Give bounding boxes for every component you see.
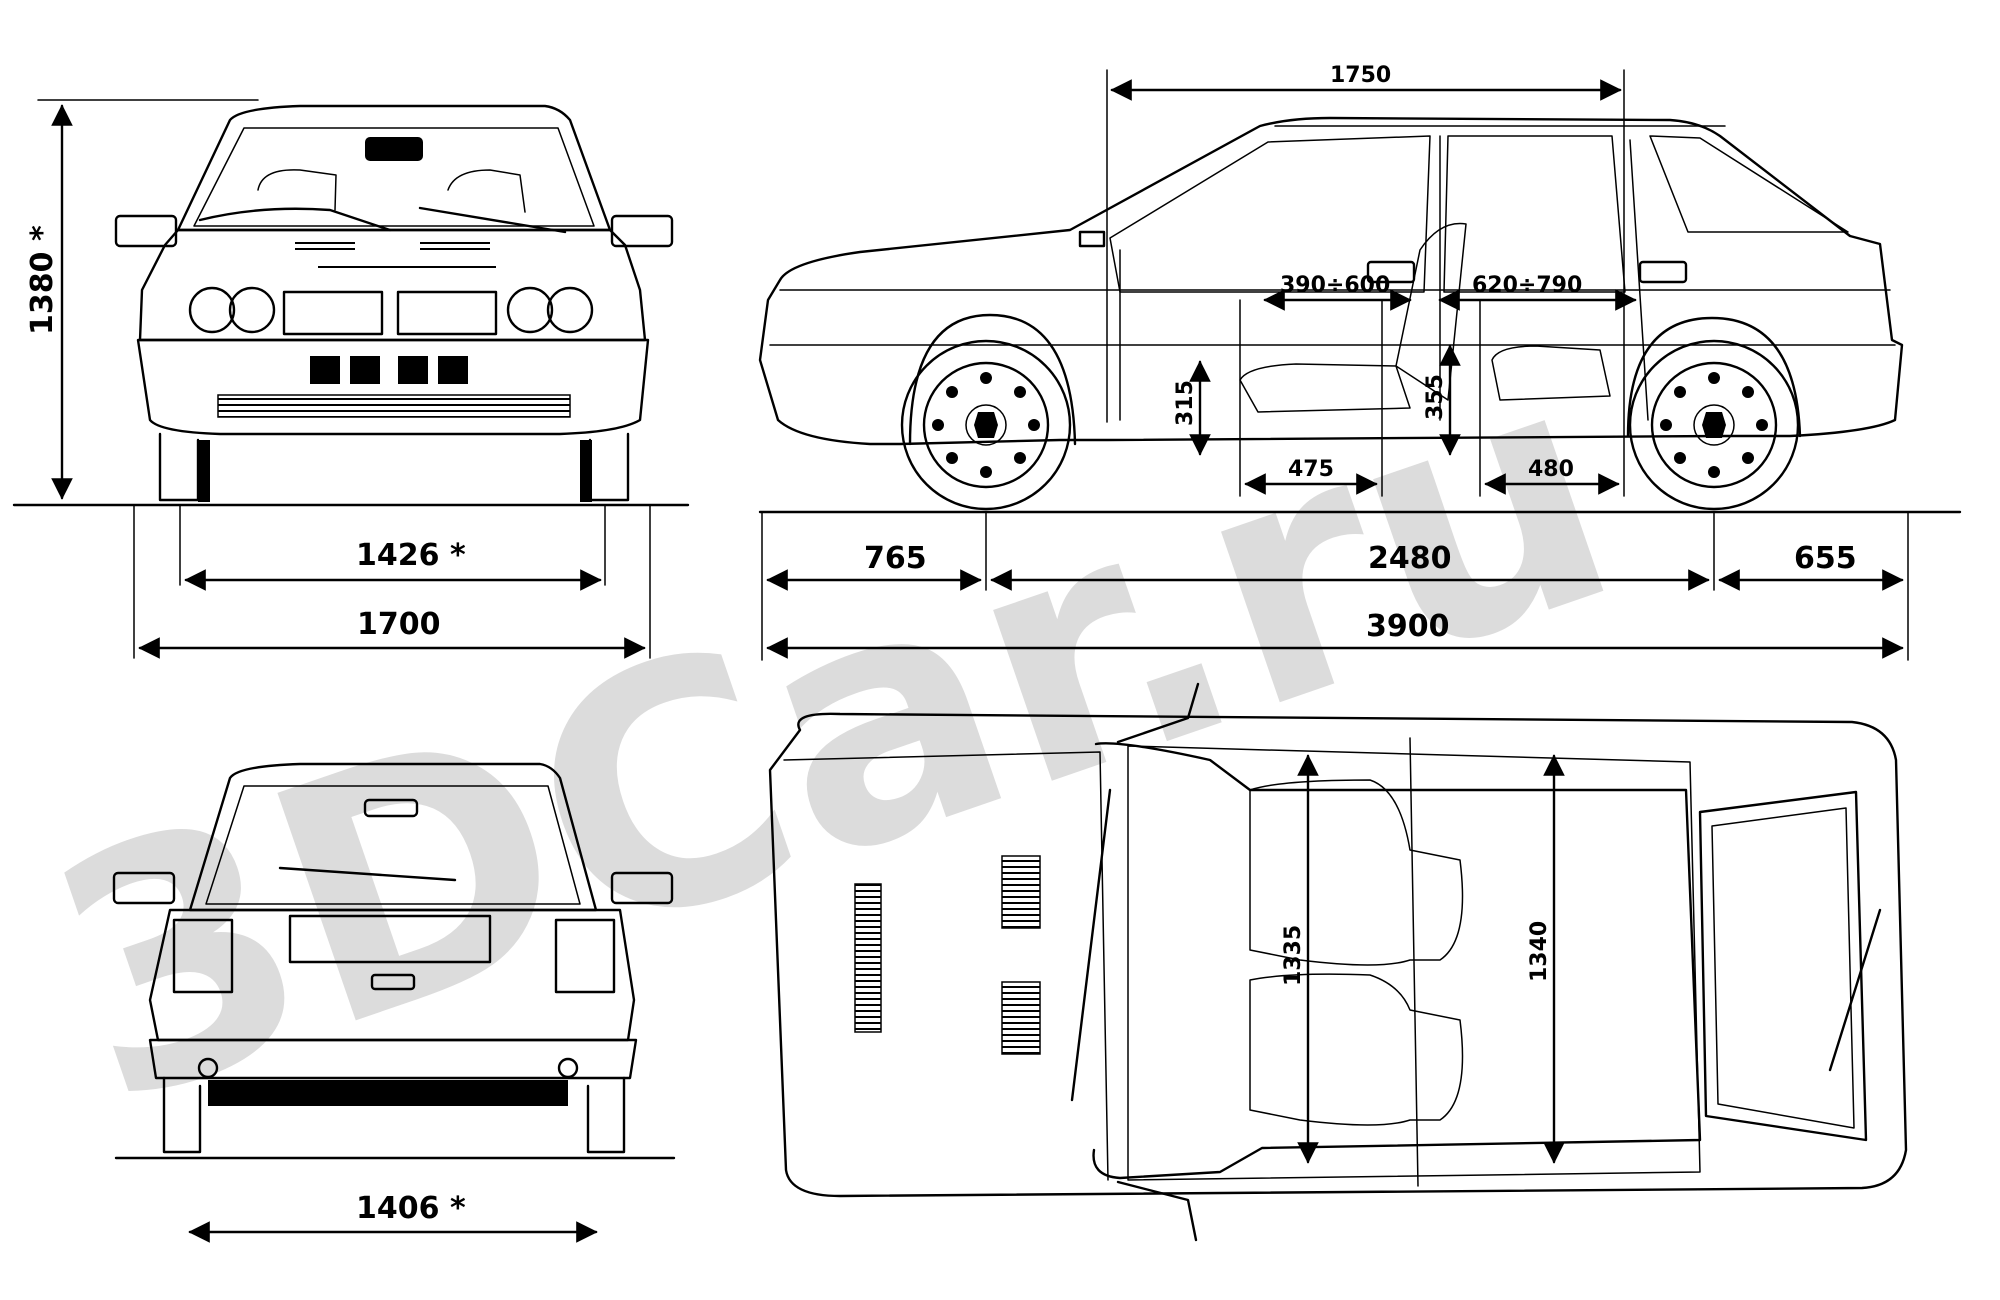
rear-side-mirror-right [610,871,674,905]
rear-wiper [278,866,457,882]
top-rear-width-label: 1340 [1527,921,1552,982]
rear-wheel-left [162,1076,202,1154]
side-front-overhang-label: 765 [864,541,927,576]
side-mirror [1078,230,1106,248]
side-front-seat-depth-label: 475 [1288,457,1334,482]
front-headlight-1 [188,286,236,334]
front-seat-left [257,169,337,211]
front-lower-grille [217,394,571,418]
front-bumper-intake-1 [310,356,340,384]
top-bonnet-vent-3 [1001,981,1041,1055]
top-bonnet-shutline [783,751,1109,1181]
top-rear-wiper [1828,908,1882,1072]
top-front-width-label: 1335 [1281,925,1306,986]
top-rear-window [1711,807,1855,1129]
rear-wheel-right [586,1076,626,1154]
front-bonnet [138,228,647,342]
front-width-label: 1700 [357,607,441,642]
top-mirror-left [1116,682,1200,744]
side-rear-arch [1626,316,1802,438]
rear-tailgate-handle [370,973,416,991]
front-grille-right [396,290,498,336]
front-headlight-4 [546,286,594,334]
top-mirror-right [1116,1180,1198,1242]
top-body-outline [768,712,1908,1198]
front-wiper-right [418,206,567,234]
side-front-seat-travel-label: 390÷600 [1280,273,1390,298]
side-view: 1750 390÷600 620÷790 315 355 475 480 765… [758,63,1962,661]
rear-exhaust-right [557,1057,579,1079]
top-tailgate [1698,790,1868,1142]
side-length-label: 3900 [1366,609,1450,644]
top-view: 1335 1340 [768,682,1908,1242]
front-windshield-frame [176,104,612,232]
top-bonnet-vent-1 [854,883,882,1033]
side-roof-length-label: 1750 [1330,63,1391,88]
rear-tailgate-frame [188,762,598,912]
top-seat-front-left [1249,779,1464,966]
front-bonnet-vent-center [318,262,496,272]
side-rear-seat-travel-label: 620÷790 [1472,273,1582,298]
side-front-wheel [900,339,1072,511]
rear-bumper [148,1038,638,1080]
side-rear-seat-depth-label: 480 [1528,457,1574,482]
side-rear-wheel [1628,339,1800,511]
rear-exhaust-left [197,1057,219,1079]
side-rear-overhang-label: 655 [1794,541,1857,576]
front-headlight-3 [506,286,554,334]
front-windshield-glass [193,127,595,227]
front-bonnet-vent-right [420,240,490,250]
rear-lamp-right [554,918,616,994]
front-grille-left [282,290,384,336]
top-b-pillar [1409,737,1419,1187]
front-seat-right [447,169,526,213]
front-track-label: 1426 * [356,538,466,573]
front-tyre-left [198,440,210,502]
side-door-handle-front [1366,260,1416,284]
front-rear-view-mirror [365,137,423,161]
rear-third-brake-light [363,798,419,818]
side-front-seat-cushion [1239,363,1411,413]
front-height-label: 1380 * [25,225,60,335]
rear-side-mirror-left [112,871,176,905]
front-bumper-intake-2 [350,356,380,384]
side-door-handle-rear [1638,260,1688,284]
top-seat-front-right [1249,973,1464,1126]
front-wiper-left [198,207,392,232]
rear-plate-recess [288,914,492,964]
rear-lamp-left [172,918,234,994]
front-bumper-intake-4 [438,356,468,384]
side-front-seat-back [1395,222,1467,401]
front-bumper-intake-3 [398,356,428,384]
side-window-quarter [1649,135,1849,233]
front-headlight-2 [228,286,276,334]
front-wheel-right [588,432,630,502]
rear-undertray [208,1080,568,1106]
watermark: 3DCar.ru [10,292,1655,1178]
front-bonnet-vent-left [295,242,355,252]
top-windshield-roof-frame [1092,742,1702,1180]
front-bumper [136,338,650,436]
top-roof [1127,745,1701,1181]
watermark-text: 3DCar.ru [10,292,1655,1178]
rear-window-glass [205,785,581,905]
side-front-seat-height-label: 315 [1173,380,1198,426]
side-window-front [1109,135,1431,293]
side-wheelbase-label: 2480 [1368,541,1452,576]
side-window-rear [1443,135,1626,293]
front-wheel-left [158,432,200,502]
side-rear-seat-cushion [1491,345,1611,401]
top-bonnet-vent-2 [1001,855,1041,929]
rear-track-label: 1406 * [356,1191,466,1226]
top-front-wiper [1070,788,1112,1102]
front-view: 1380 * 1426 * 1700 [12,99,690,659]
side-body-outline [758,116,1904,446]
rear-view: 1406 * [112,762,676,1243]
side-rear-seat-height-label: 355 [1423,374,1448,420]
front-tyre-right [580,440,592,502]
